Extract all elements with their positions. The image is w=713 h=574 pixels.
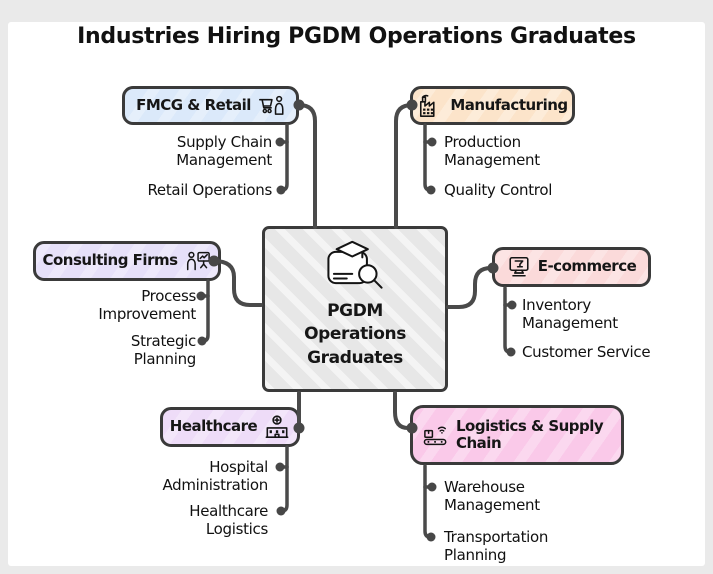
factory-icon xyxy=(420,94,435,117)
branch-label: Healthcare xyxy=(169,417,258,436)
branch-label: FMCG & Retail xyxy=(136,95,251,114)
branch-label: Consulting Firms xyxy=(42,251,178,270)
sub-item: Retail Operations xyxy=(147,181,272,199)
sub-item: Production Management xyxy=(444,133,540,170)
sub-item: Inventory Management xyxy=(522,296,618,333)
branch-node-manufacturing: Manufacturing xyxy=(410,86,575,125)
sub-item: Hospital Administration xyxy=(162,458,268,495)
presenter-icon xyxy=(186,251,210,270)
page-title: Industries Hiring PGDM Operations Gradua… xyxy=(77,24,636,49)
conveyor-icon xyxy=(423,426,447,445)
branch-node-ecommerce: E-commerce xyxy=(492,247,651,287)
sub-item: Transportation Planning xyxy=(444,528,549,565)
branch-node-consulting-firms: Consulting Firms xyxy=(33,241,221,281)
center-node-pgdm-operations-graduates: PGDM Operations Graduates xyxy=(262,226,448,392)
cart-person-icon xyxy=(258,95,284,115)
branch-node-logistics-supply-chain: Logistics & Supply Chain xyxy=(410,405,624,465)
sub-item: Process Improvement xyxy=(98,287,196,324)
hospital-icon xyxy=(265,415,289,438)
branch-label: Logistics & Supply Chain xyxy=(456,416,604,452)
sub-item: Customer Service xyxy=(522,343,651,361)
sub-item: Strategic Planning xyxy=(130,332,196,369)
center-node-label: PGDM Operations Graduates xyxy=(304,301,406,368)
branch-node-healthcare: Healthcare xyxy=(160,407,300,447)
monitor-icon xyxy=(509,256,529,277)
sub-item: Healthcare Logistics xyxy=(189,502,268,539)
branch-label: Manufacturing xyxy=(450,95,568,114)
sub-item: Supply Chain Management xyxy=(176,133,272,170)
graduate-search-icon xyxy=(327,240,383,289)
sub-item: Quality Control xyxy=(444,181,553,199)
branch-node-fmcg-retail: FMCG & Retail xyxy=(122,86,299,125)
sub-item: Warehouse Management xyxy=(444,478,540,515)
branch-label: E-commerce xyxy=(537,257,637,276)
